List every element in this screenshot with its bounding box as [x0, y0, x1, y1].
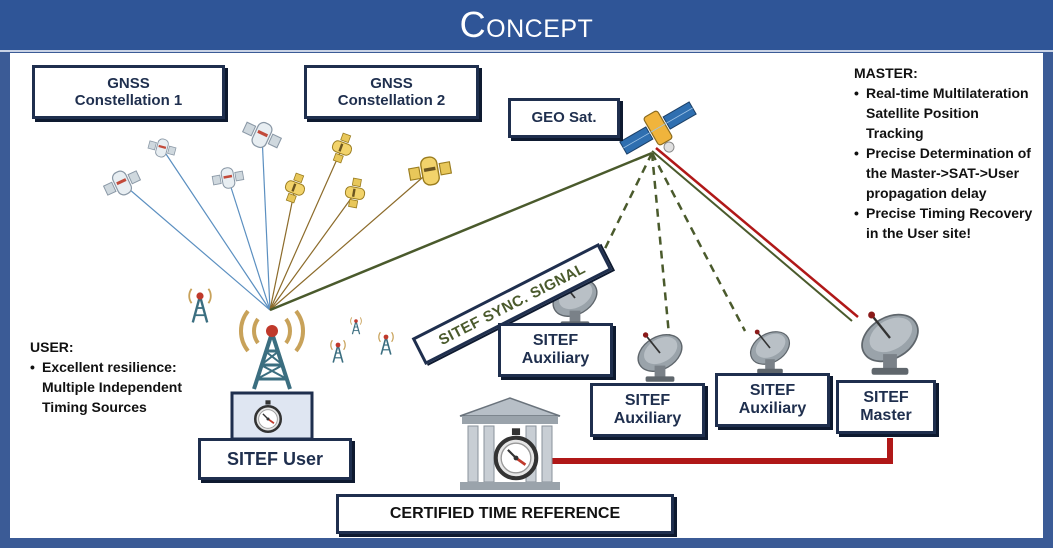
aux2-box: SITEF Auxiliary: [590, 383, 705, 437]
gnss2-box: GNSS Constellation 2: [304, 65, 479, 119]
user-note-heading: USER:: [30, 339, 74, 355]
master-note: MASTER: Real-time Multilateration Satell…: [854, 63, 1034, 243]
aux-dashed-links: [591, 152, 747, 336]
aux3-box: SITEF Auxiliary: [715, 373, 830, 427]
diagram-graphics: [100, 101, 928, 490]
gnss2-signal-lines: [269, 147, 431, 311]
user-note-list: Excellent resilience: Multiple Independe…: [30, 357, 200, 417]
aux3-dish-icon: [743, 324, 797, 375]
header-bar: Concept: [0, 0, 1053, 52]
user-note: USER: Excellent resilience: Multiple Ind…: [30, 337, 200, 417]
slide-title: Concept: [459, 4, 594, 45]
diagram-canvas: GNSS Constellation 1 GNSS Constellation …: [10, 53, 1043, 538]
geo-satellite-icon: [619, 101, 697, 155]
master-note-item: Precise Determination of the Master->SAT…: [854, 143, 1034, 203]
geo-sat-box: GEO Sat.: [508, 98, 620, 138]
gnss1-box: GNSS Constellation 1: [32, 65, 225, 119]
user-tower-icon: [238, 309, 306, 390]
master-box: SITEF Master: [836, 380, 936, 434]
sitef-user-box: SITEF User: [198, 438, 352, 480]
user-note-item: Excellent resilience: Multiple Independe…: [30, 357, 200, 417]
certified-red-link: [545, 438, 893, 464]
master-note-list: Real-time Multilateration Satellite Posi…: [854, 83, 1034, 243]
sync-signal-line: [269, 151, 653, 312]
master-note-item: Real-time Multilateration Satellite Posi…: [854, 83, 1034, 143]
master-note-item: Precise Timing Recovery in the User site…: [854, 203, 1034, 243]
gnss1-satellites-icon: [100, 114, 286, 203]
master-link-green: [651, 150, 853, 322]
gnss2-satellites-icon: [280, 130, 454, 210]
master-dish-icon: [852, 303, 928, 376]
master-note-heading: MASTER:: [854, 65, 918, 81]
gnss1-signal-lines: [121, 134, 271, 311]
certified-time-box: CERTIFIED TIME REFERENCE: [336, 494, 674, 534]
aux1-box: SITEF Auxiliary: [498, 323, 613, 377]
master-link-red: [655, 147, 859, 318]
aux2-dish-icon: [630, 326, 690, 383]
